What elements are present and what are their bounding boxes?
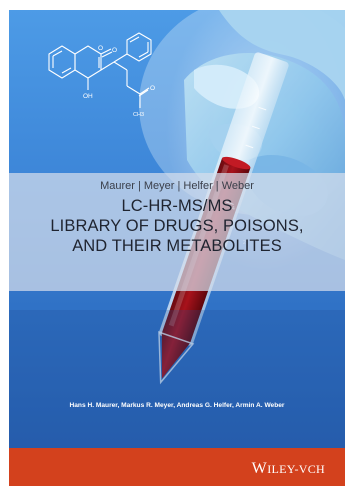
publisher-footer <box>9 448 345 486</box>
label-o-ketone: O <box>150 85 155 92</box>
publisher-logo: WILEY-VCH <box>252 460 325 478</box>
molecule-structure <box>48 32 152 108</box>
publisher-logo-initial: W <box>251 460 268 477</box>
publisher-logo-rest: ILEY <box>267 462 295 476</box>
author-surnames: Maurer | Meyer | Helfer | Weber <box>100 180 254 192</box>
label-o-ring: O <box>98 45 103 52</box>
title-band <box>9 173 345 291</box>
label-oh: OH <box>83 93 93 100</box>
title-line-1: LC-HR-MS/MS <box>121 197 233 215</box>
title-line-2: LIBRARY OF DRUGS, POISONS, <box>50 217 304 235</box>
book-title: LC-HR-MS/MS LIBRARY OF DRUGS, POISONS, A… <box>9 196 345 256</box>
molecule-labels: O O OH O CH3 <box>83 45 155 118</box>
publisher-logo-suffix: -VCH <box>294 462 325 476</box>
label-ch3: CH3 <box>133 112 144 118</box>
title-line-3: AND THEIR METABOLITES <box>72 237 282 255</box>
author-full-names: Hans H. Maurer, Markus R. Meyer, Andreas… <box>69 402 285 409</box>
label-o-carbonyl: O <box>112 47 117 54</box>
book-cover: 5 4 2 <box>9 10 345 486</box>
